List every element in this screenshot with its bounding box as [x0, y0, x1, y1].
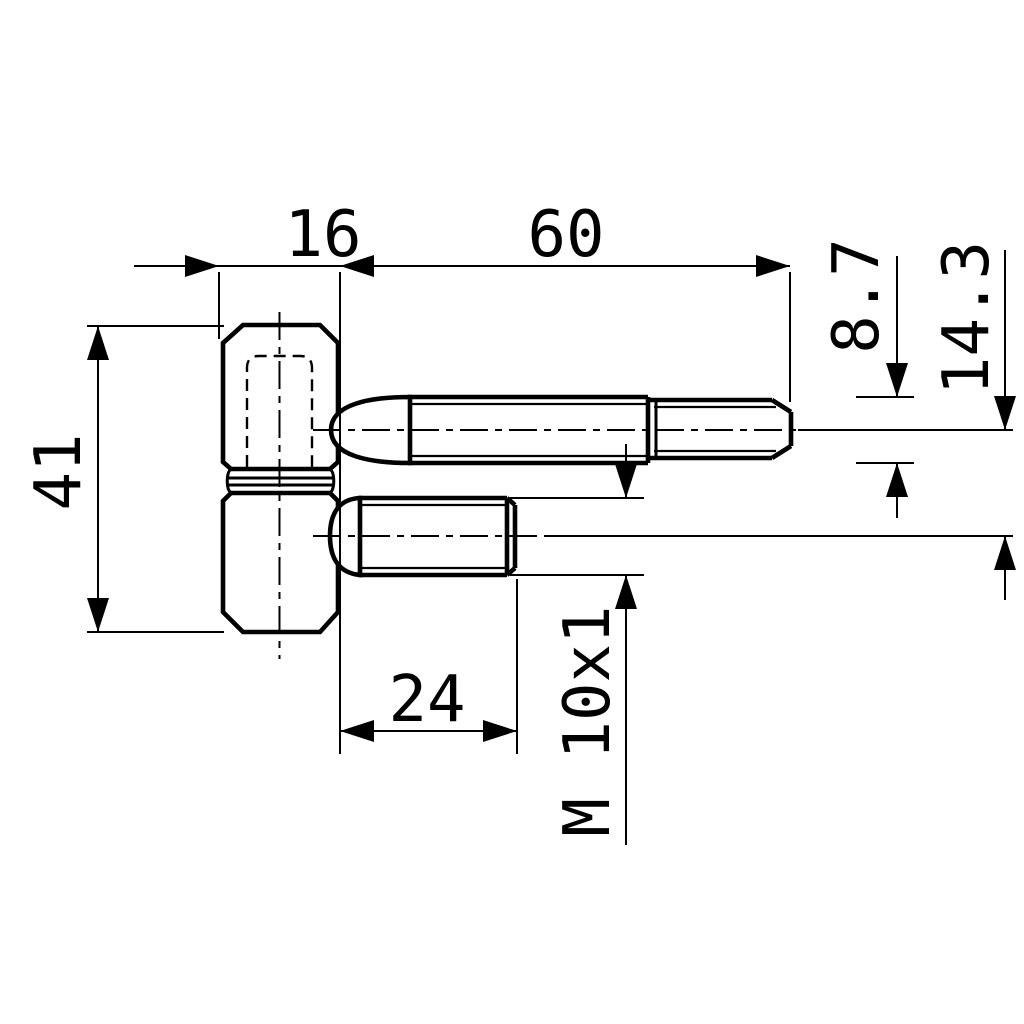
dim-label-14-3: 14.3	[930, 241, 1004, 395]
barrel-groove-left	[225, 467, 233, 495]
dim-label-41: 41	[22, 433, 96, 510]
dimension-8-7: 8.7	[820, 238, 914, 518]
arrowhead-41-bottom	[87, 598, 109, 632]
dimension-top: 16 60	[134, 198, 791, 754]
dim-label-24: 24	[388, 663, 465, 737]
upper-pin	[313, 394, 798, 466]
stud-tip-chamfer-top	[505, 496, 517, 507]
barrel-groove-right	[328, 467, 336, 495]
hidden-hole-outline	[245, 354, 314, 467]
dimension-24: 24	[340, 579, 518, 754]
dimension-14-3: 14.3	[548, 241, 1016, 600]
arrowhead-thread-top	[615, 464, 637, 498]
dimension-thread: M 10x1	[510, 444, 644, 845]
dim-label-16: 16	[284, 198, 361, 272]
arrowhead-24-right	[483, 720, 517, 742]
arrowhead-16-60-mid	[340, 255, 374, 277]
arrowhead-14-3-top	[994, 396, 1016, 430]
arrowhead-60-right	[756, 255, 790, 277]
dim-label-60: 60	[527, 198, 604, 272]
arrowhead-24-left	[340, 720, 374, 742]
pin-tip-chamfer-top	[770, 398, 793, 414]
hinge-body	[220, 312, 341, 659]
arrowhead-41-top	[87, 326, 109, 360]
pin-tip-chamfer-bottom	[770, 444, 793, 460]
dim-label-8-7: 8.7	[820, 238, 894, 354]
dim-label-thread: M 10x1	[551, 605, 625, 836]
arrowhead-thread-bottom	[615, 575, 637, 609]
arrowhead-8-7-bottom	[886, 463, 908, 497]
arrowhead-14-3-bottom	[994, 536, 1016, 570]
dimension-41: 41	[22, 325, 224, 633]
arrowhead-16-left	[185, 255, 219, 277]
arrowhead-8-7-top	[886, 363, 908, 397]
stud-tip-chamfer-bottom	[505, 566, 517, 577]
lower-stud	[313, 495, 548, 578]
